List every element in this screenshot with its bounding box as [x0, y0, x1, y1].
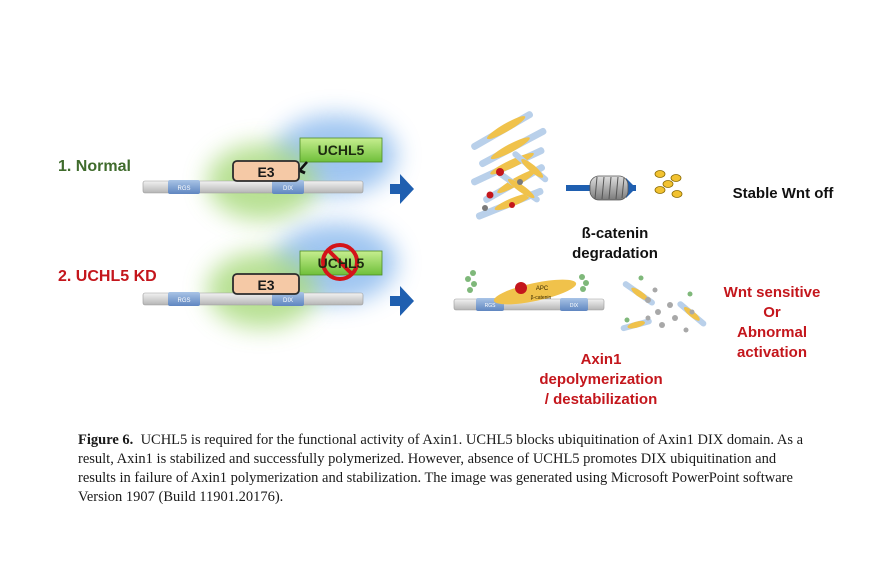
- normal-rgs-label: RGS: [177, 186, 190, 192]
- axin-line-1: Axin1: [580, 351, 622, 368]
- apc-label: APC: [536, 286, 549, 292]
- stable-wnt-off-label: Stable Wnt off: [732, 185, 834, 202]
- axin-destabilization-label: Axin1 depolymerization / destabilization: [526, 350, 676, 410]
- normal-e3-box: [232, 160, 300, 182]
- normal-dix-label: DIX: [283, 186, 293, 192]
- beta-catenin-small-label: β-catenin: [531, 295, 552, 301]
- figure-caption: Figure 6. UCHL5 is required for the func…: [78, 431, 808, 507]
- caption-text: UCHL5 is required for the functional act…: [78, 432, 804, 505]
- kd-e3-box: [232, 273, 300, 295]
- axin-line-2: depolymerization: [539, 371, 663, 388]
- kd-rgs-label: RGS: [177, 298, 190, 304]
- axin-line-3: / destabilization: [544, 391, 658, 408]
- proteasome-icon: [589, 175, 629, 201]
- scattered-axin-fragments: [620, 275, 707, 333]
- row-label-normal: 1. Normal: [58, 158, 131, 175]
- complex-dix-label: DIX: [570, 303, 579, 309]
- normal-axin-bar: [142, 180, 364, 194]
- row-label-uchl5-kd: 2. UCHL5 KD: [58, 268, 157, 285]
- kd-axin-complex: [453, 270, 605, 311]
- wnt-line-4: activation: [736, 344, 808, 361]
- diagram-graphic: UCHL5 E3 RGS DIX UCHL5 E3 RGS DIX RGS DI…: [142, 111, 707, 333]
- axin-polymer-cluster: [470, 111, 549, 220]
- degraded-fragments-icon: [654, 170, 683, 198]
- normal-uchl5-block: [293, 137, 383, 175]
- degradation-line-1: ß-catenin: [581, 225, 649, 242]
- degradation-line-2: degradation: [572, 245, 658, 262]
- normal-arrow-icon: [390, 174, 414, 204]
- wnt-line-3: Abnormal: [736, 324, 807, 341]
- wnt-line-2: Or: [763, 304, 781, 321]
- kd-e3-label: E3: [257, 277, 274, 293]
- normal-e3-label: E3: [257, 164, 274, 180]
- normal-uchl5-label: UCHL5: [318, 142, 365, 158]
- kd-axin-bar: [142, 292, 364, 306]
- kd-dix-label: DIX: [283, 298, 293, 304]
- prohibited-icon: [321, 243, 359, 281]
- kd-uchl5-label: UCHL5: [318, 255, 365, 271]
- wnt-line-1: Wnt sensitive: [723, 284, 821, 301]
- wnt-sensitive-label: Wnt sensitive Or Abnormal activation: [712, 283, 832, 363]
- figure-number: Figure 6.: [78, 432, 134, 448]
- complex-rgs-label: RGS: [485, 303, 497, 309]
- degradation-label: ß-catenin degradation: [560, 224, 670, 264]
- kd-arrow-icon: [390, 286, 414, 316]
